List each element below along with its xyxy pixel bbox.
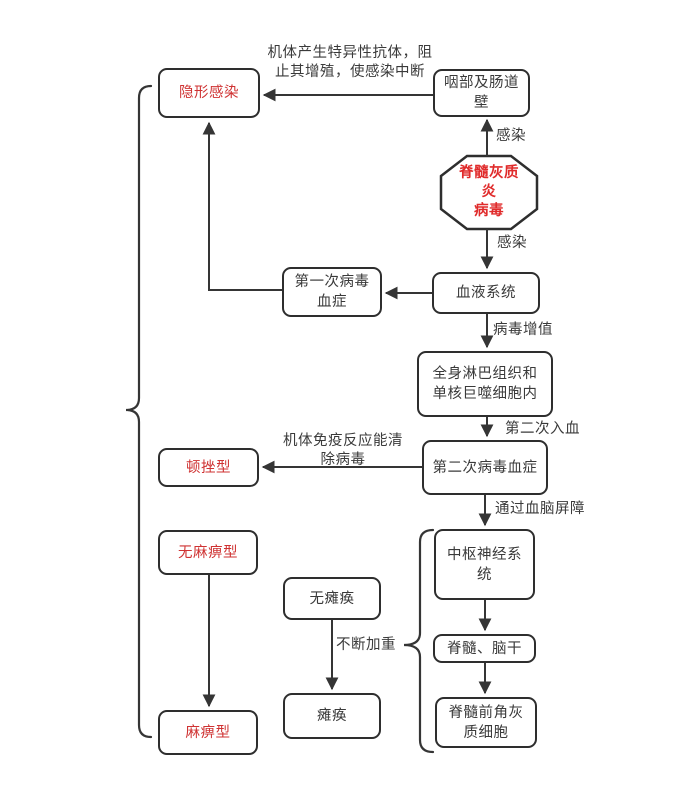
label-second-entry-blood: 第二次入血 <box>505 421 580 437</box>
node-lymphoid-tissue: 全身淋巴组织和 单核巨噬细胞内 <box>417 351 553 417</box>
node-nonparalytic-type: 无麻痹型 <box>158 530 258 575</box>
node-cns: 中枢神经系 统 <box>434 529 535 600</box>
label-antibody-note: 机体产生特异性抗体，阻 止其增殖，使感染中断 <box>267 45 433 80</box>
node-anterior-horn-cells: 脊髓前角灰 质细胞 <box>435 697 537 748</box>
node-blood-system: 血液系统 <box>432 272 540 314</box>
left-grouping-brace <box>125 84 153 739</box>
label-immune-clear-note: 机体免疫反应能清 除病毒 <box>283 433 403 468</box>
node-spinal-brainstem: 脊髓、脑干 <box>433 634 536 663</box>
node-second-viremia: 第二次病毒血症 <box>422 440 548 495</box>
node-paralysis: 瘫痪 <box>283 693 381 739</box>
arrow-first-viremia-to-hidden-infection <box>202 121 282 291</box>
polio-virus-octagon-shape <box>439 154 539 231</box>
node-pharynx-gut-wall: 咽部及肠道 壁 <box>433 69 530 117</box>
label-infection-lower: 感染 <box>497 235 527 251</box>
label-cross-bbb: 通过血脑屏障 <box>495 501 585 517</box>
label-virus-multiply: 病毒增值 <box>493 322 553 338</box>
node-hidden-infection: 隐形感染 <box>158 68 260 118</box>
label-worsening: 不断加重 <box>336 637 396 653</box>
node-polio-virus-label: 脊髓灰质 炎 病毒 <box>459 165 519 219</box>
right-grouping-brace <box>403 528 435 754</box>
node-paralytic-type: 麻痹型 <box>158 710 258 755</box>
node-first-viremia: 第一次病毒 血症 <box>282 267 382 317</box>
node-no-paralysis: 无瘫痪 <box>283 577 381 620</box>
node-abortive-type: 顿挫型 <box>158 448 259 487</box>
label-infection-upper: 感染 <box>496 128 526 144</box>
